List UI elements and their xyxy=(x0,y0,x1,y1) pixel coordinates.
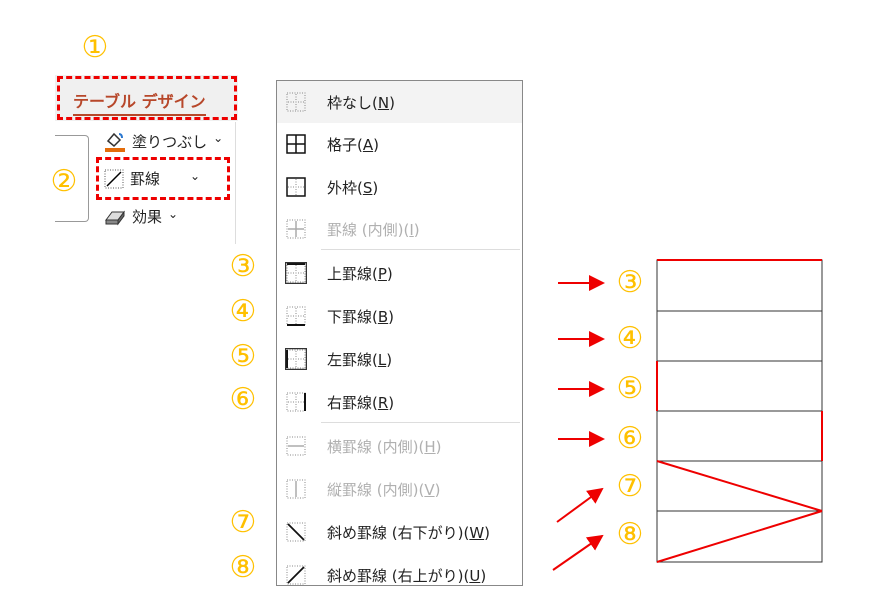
annotation-3-right: ③ xyxy=(616,265,644,300)
annotation-5: ⑤ xyxy=(229,339,257,374)
annotation-3: ③ xyxy=(229,249,257,284)
ribbon-tab-bg xyxy=(55,75,238,121)
effects-label: 効果 xyxy=(132,208,163,226)
inside-vertical-border-icon xyxy=(286,479,306,499)
menu-item-no-border[interactable]: 枠なし(N) xyxy=(277,81,522,123)
chevron-down-icon: ⌄ xyxy=(190,168,201,183)
annotation-8: ⑧ xyxy=(229,550,257,585)
diagonal-up-border-icon xyxy=(286,565,306,585)
annotation-1: ① xyxy=(81,30,109,65)
menu-separator xyxy=(321,249,520,250)
tab-table-design[interactable]: テーブル デザイン xyxy=(73,88,206,116)
no-border-icon xyxy=(286,92,306,112)
menu-item-inside-horizontal-border[interactable]: 横罫線 (内側)(H) xyxy=(277,425,522,467)
inside-borders-icon xyxy=(286,219,306,239)
menu-item-label: 枠なし(N) xyxy=(327,93,395,112)
diagonal-down-example xyxy=(656,460,823,512)
fill-button[interactable]: 塗りつぶし ⌄ xyxy=(104,130,223,152)
menu-item-label: 罫線 (内側)(I) xyxy=(327,220,420,239)
menu-item-label: 格子(A) xyxy=(327,135,379,154)
annotation-2: ② xyxy=(50,164,78,199)
menu-item-label: 左罫線(L) xyxy=(327,350,393,369)
menu-item-outside-borders[interactable]: 外枠(S) xyxy=(277,166,522,208)
menu-item-label: 横罫線 (内側)(H) xyxy=(327,437,442,456)
diagonal-up-example xyxy=(656,510,823,563)
eraser-icon xyxy=(105,210,125,225)
right-border-icon xyxy=(286,392,306,412)
borders-button[interactable]: 罫線 ⌄ xyxy=(104,168,200,189)
annotation-8-right: ⑧ xyxy=(616,517,644,552)
menu-item-inside-borders[interactable]: 罫線 (内側)(I) xyxy=(277,208,522,250)
annotation-7: ⑦ xyxy=(229,505,257,540)
annotation-5-right: ⑤ xyxy=(616,371,644,406)
all-borders-icon xyxy=(286,134,306,154)
border-examples-diagram xyxy=(552,259,823,571)
menu-item-bottom-border[interactable]: 下罫線(B) xyxy=(277,295,522,337)
top-border-icon xyxy=(285,262,307,284)
menu-item-right-border[interactable]: 右罫線(R) xyxy=(277,381,522,423)
effects-button[interactable]: 効果 ⌄ xyxy=(104,206,178,227)
borders-dropdown-menu: 枠なし(N) 格子(A) 外枠(S) 罫線 (内側)(I) 上罫線(P) 下罫線(B) 左罫… xyxy=(276,80,523,586)
highlight-box-borders xyxy=(96,157,230,200)
diagonal-border-icon xyxy=(104,169,124,188)
menu-item-top-border[interactable]: 上罫線(P) xyxy=(277,252,522,294)
menu-item-label: 縦罫線 (内側)(V) xyxy=(327,480,441,499)
highlight-box-tab xyxy=(57,76,237,120)
annotation-4: ④ xyxy=(229,294,257,329)
paint-bucket-icon xyxy=(105,132,125,152)
borders-label: 罫線 xyxy=(130,170,161,188)
menu-item-all-borders[interactable]: 格子(A) xyxy=(277,123,522,165)
inside-horizontal-border-icon xyxy=(286,436,306,456)
menu-item-label: 外枠(S) xyxy=(327,178,379,197)
outside-borders-icon xyxy=(286,177,306,197)
menu-separator xyxy=(321,422,520,423)
menu-item-inside-vertical-border[interactable]: 縦罫線 (内側)(V) xyxy=(277,468,522,510)
menu-item-label: 右罫線(R) xyxy=(327,393,395,412)
left-border-icon xyxy=(285,348,307,370)
fill-label: 塗りつぶし xyxy=(132,132,208,151)
ribbon-group-bracket xyxy=(55,135,89,222)
arrow-7 xyxy=(556,487,604,523)
annotation-4-right: ④ xyxy=(616,321,644,356)
chevron-down-icon: ⌄ xyxy=(213,131,224,145)
chevron-down-icon: ⌄ xyxy=(168,206,179,221)
annotation-7-right: ⑦ xyxy=(616,469,644,504)
menu-item-left-border[interactable]: 左罫線(L) xyxy=(277,338,522,380)
diagonal-down-border-icon xyxy=(286,522,306,542)
annotation-6-right: ⑥ xyxy=(616,421,644,456)
menu-item-label: 斜め罫線 (右下がり)(W) xyxy=(327,523,491,542)
arrow-8 xyxy=(552,534,604,571)
bottom-border-icon xyxy=(286,306,306,326)
annotation-6: ⑥ xyxy=(229,382,257,417)
menu-item-diagonal-down-border[interactable]: 斜め罫線 (右下がり)(W) xyxy=(277,511,522,553)
menu-item-label: 下罫線(B) xyxy=(327,307,395,326)
menu-item-diagonal-up-border[interactable]: 斜め罫線 (右上がり)(U) xyxy=(277,554,522,596)
menu-item-label: 斜め罫線 (右上がり)(U) xyxy=(327,566,487,585)
ribbon-divider xyxy=(235,122,236,244)
menu-item-label: 上罫線(P) xyxy=(327,264,393,283)
